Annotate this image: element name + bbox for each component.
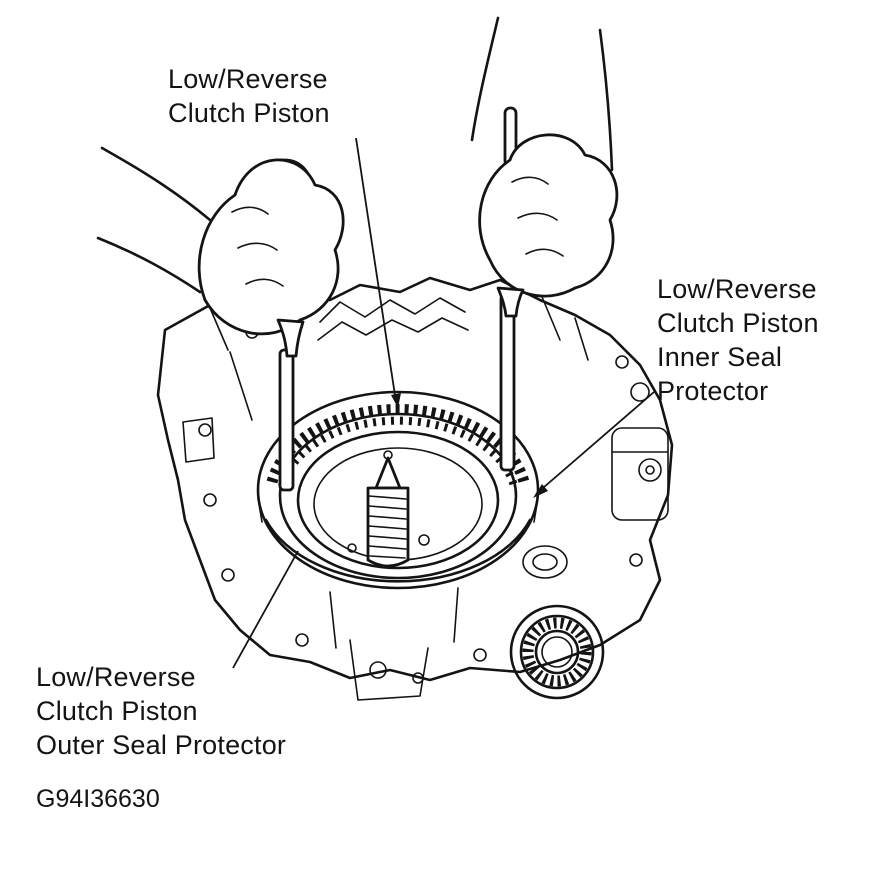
label-line: Clutch Piston (168, 98, 330, 128)
leader-arrow-inner-seal (533, 484, 548, 498)
label-clutch-piston: Low/Reverse Clutch Piston (168, 62, 330, 130)
label-line: Low/Reverse (657, 274, 817, 304)
label-line: Clutch Piston (657, 308, 819, 338)
figure-id: G94I36630 (36, 785, 160, 813)
center-shaft (366, 450, 410, 568)
label-inner-seal-protector: Low/Reverse Clutch Piston Inner Seal Pro… (657, 272, 819, 408)
label-line: Low/Reverse (168, 64, 328, 94)
outer-seal-protector-tool (278, 348, 295, 492)
label-line: Outer Seal Protector (36, 730, 287, 760)
needle-bearing (509, 604, 605, 700)
label-outer-seal-protector: Low/Reverse Clutch Piston Outer Seal Pro… (36, 660, 286, 762)
leader-clutch-piston (355, 137, 397, 403)
label-line: Protector (657, 376, 769, 406)
leader-arrow-clutch-piston (391, 393, 401, 408)
thumb (276, 318, 305, 358)
right-hand (470, 16, 619, 318)
leader-lines (232, 137, 655, 669)
thumb (496, 286, 525, 318)
label-line: Inner Seal (657, 342, 783, 372)
leader-outer-seal (232, 550, 299, 669)
transmission-case (156, 276, 674, 701)
knuckle-line (511, 176, 549, 185)
label-line: Low/Reverse (36, 662, 196, 692)
left-hand (96, 146, 345, 358)
leader-inner-seal (535, 391, 655, 495)
label-line: Clutch Piston (36, 696, 198, 726)
knuckle-line (231, 206, 269, 215)
